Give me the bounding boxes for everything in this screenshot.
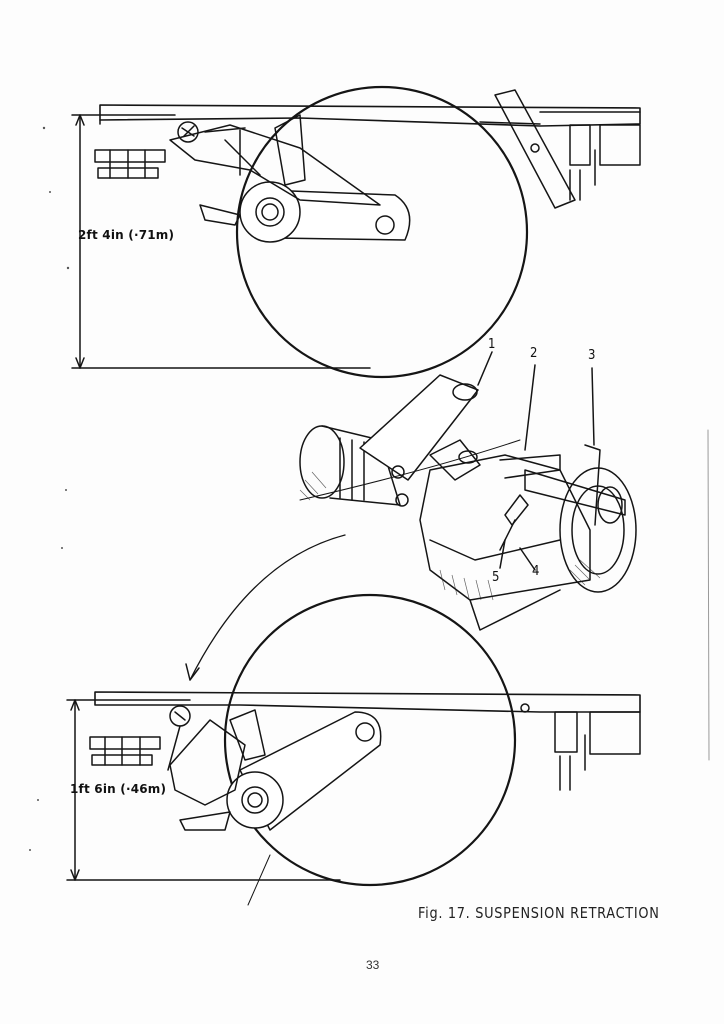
upper-dimension-label: 2ft 4in (·71m) [78, 228, 175, 242]
callout-2: 2 [530, 346, 538, 361]
upper-left-crossmember [94, 149, 166, 163]
lower-dimension-label: 1ft 6in (·46m) [70, 782, 167, 796]
lower-chassis-rail [94, 691, 641, 713]
callout-3: 3 [588, 348, 596, 363]
upper-hub [239, 181, 301, 243]
retraction-arrow [189, 534, 346, 681]
upper-lever [494, 89, 576, 209]
mechanism-shaft [524, 469, 626, 516]
upper-wheel-view [71, 85, 641, 379]
lower-wheel [223, 593, 517, 887]
mechanism-housing [419, 454, 591, 601]
lower-wheel-view [66, 593, 641, 906]
page-number: 33 [366, 958, 380, 972]
lower-left-crossmember [89, 736, 161, 750]
mechanism-detail-view [185, 351, 637, 681]
upper-chassis-rail [99, 104, 641, 127]
callout-1: 1 [488, 337, 496, 352]
lower-hub [226, 771, 284, 829]
upper-suspension-arm [264, 189, 411, 241]
upper-wheel [235, 85, 529, 379]
callout-5: 5 [492, 570, 500, 585]
figure-caption: Fig. 17. SUSPENSION RETRACTION [418, 904, 660, 922]
callout-4: 4 [532, 564, 540, 579]
